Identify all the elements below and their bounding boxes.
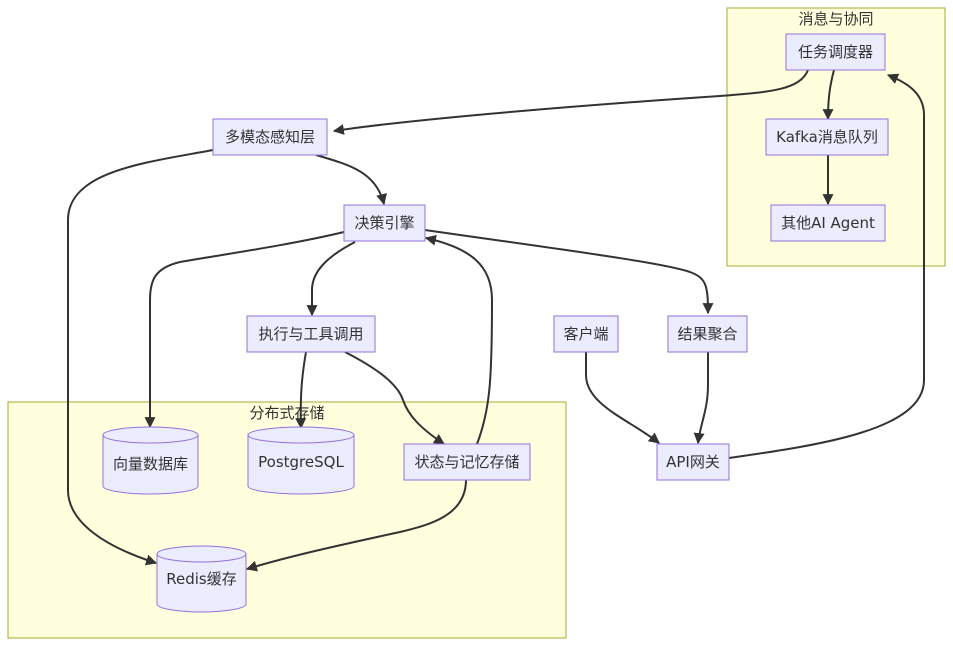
node-executor-label: 执行与工具调用: [258, 325, 363, 343]
node-executor[interactable]: 执行与工具调用: [246, 315, 376, 353]
node-other-agent-label: 其他AI Agent: [781, 214, 875, 232]
db-vector[interactable]: 向量数据库: [102, 426, 199, 495]
node-other-agent[interactable]: 其他AI Agent: [770, 204, 886, 242]
edge-executor-statestore: [344, 351, 445, 445]
edge-decision-aggregator: [424, 229, 714, 315]
edge-perception-redis: [67, 149, 214, 566]
edge-decision-vectordb: [144, 231, 345, 429]
node-scheduler-label: 任务调度器: [798, 43, 873, 61]
node-perception[interactable]: 多模态感知层: [212, 118, 328, 156]
edge-statestore-redis: [245, 479, 467, 572]
node-gateway[interactable]: API网关: [656, 443, 730, 481]
node-gateway-label: API网关: [666, 453, 720, 471]
node-client[interactable]: 客户端: [553, 315, 619, 353]
node-kafka[interactable]: Kafka消息队列: [765, 118, 889, 156]
node-aggregator[interactable]: 结果聚合: [667, 315, 748, 353]
node-state-store-label: 状态与记忆存储: [414, 453, 519, 471]
cluster-storage-label: 分布式存储: [249, 404, 324, 422]
node-scheduler[interactable]: 任务调度器: [785, 33, 886, 71]
edge-perception-decision: [315, 154, 387, 206]
edges: [67, 69, 925, 572]
edge-statestore-decision: [424, 234, 494, 445]
node-aggregator-label: 结果聚合: [677, 325, 737, 343]
node-decision-label: 决策引擎: [354, 214, 414, 232]
edge-client-gateway: [585, 352, 660, 444]
node-perception-label: 多模态感知层: [225, 128, 315, 146]
node-kafka-label: Kafka消息队列: [776, 128, 878, 146]
edge-aggregator-gateway: [693, 352, 709, 445]
edge-scheduler-kafka: [822, 69, 835, 121]
db-postgres-label: PostgreSQL: [258, 453, 344, 471]
db-redis-label: Redis缓存: [166, 570, 236, 588]
edge-decision-executor: [306, 241, 356, 317]
db-postgres[interactable]: PostgreSQL: [247, 426, 355, 495]
node-state-store[interactable]: 状态与记忆存储: [403, 443, 531, 481]
cluster-messaging-label: 消息与协同: [798, 10, 873, 28]
node-client-label: 客户端: [563, 325, 608, 343]
edge-scheduler-perception: [332, 69, 809, 135]
node-decision[interactable]: 决策引擎: [343, 204, 426, 242]
db-redis[interactable]: Redis缓存: [156, 545, 247, 613]
db-vector-label: 向量数据库: [113, 455, 188, 473]
edge-gateway-scheduler: [728, 73, 925, 459]
edge-executor-postgres: [295, 351, 307, 430]
